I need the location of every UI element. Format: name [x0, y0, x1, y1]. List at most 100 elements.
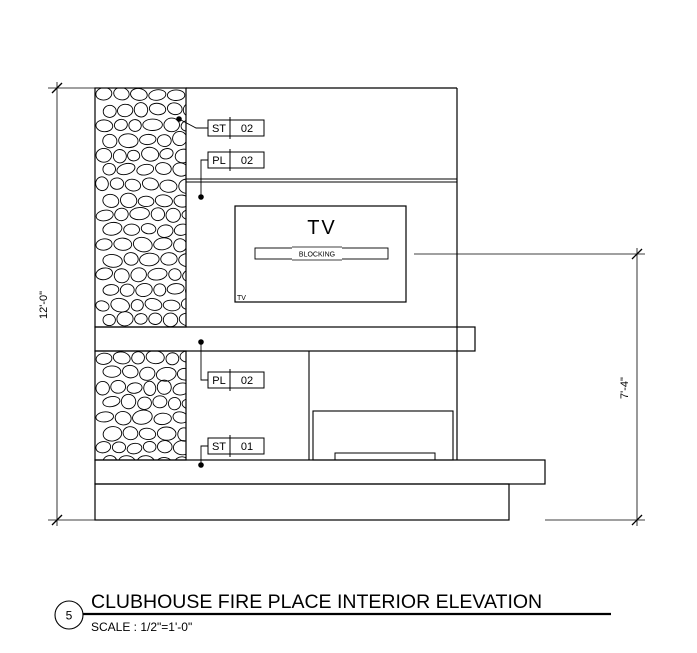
stone-shape [148, 312, 163, 325]
stone-shape [173, 456, 186, 460]
stone-shape [135, 282, 153, 298]
stone-shape [162, 312, 179, 327]
stone-shape [155, 457, 174, 460]
stone-shape [132, 409, 153, 425]
stone-shape [156, 379, 172, 395]
tv-corner-label: TV [237, 295, 246, 302]
stone-shape [189, 162, 208, 176]
stone-shape [157, 224, 174, 238]
stone-shape [126, 442, 143, 455]
stone-shape [159, 148, 174, 160]
stone-shape [102, 253, 123, 268]
stone-shape [166, 283, 185, 295]
stone-shape [95, 238, 113, 251]
stone-shape [95, 380, 110, 396]
tv-panel: TV BLOCKING TV [234, 205, 407, 303]
stone-shape [131, 351, 145, 365]
stone-shape [173, 238, 186, 253]
material-tag-st-02: ST 02 [176, 116, 265, 139]
stone-shape [142, 440, 157, 453]
stone-shape [112, 351, 131, 365]
stone-shape [102, 162, 116, 176]
tv-height-dimension: 7'-4" [414, 248, 645, 526]
tv-height-text: 7'-4" [619, 377, 631, 399]
stone-shape [139, 252, 160, 267]
stone-shape [193, 365, 214, 380]
stone-shape [153, 412, 172, 426]
tag-material: ST [212, 441, 226, 453]
material-tag-st-01: ST 01 [198, 435, 265, 468]
stone-shape [148, 102, 167, 116]
stone-shape [128, 119, 142, 132]
stone-shape [102, 365, 122, 378]
fireplace-wall [186, 87, 458, 460]
stone-shape [145, 351, 165, 365]
stone-shape [102, 133, 118, 149]
stone-shape [187, 238, 203, 252]
stone-shape [110, 379, 127, 394]
stone-shape [166, 89, 186, 101]
stone-shape [147, 267, 168, 281]
tag-number: 02 [241, 155, 253, 167]
stone-shape [153, 283, 167, 297]
stone-shape [148, 89, 167, 101]
tag-number: 02 [241, 375, 253, 387]
stone-shape [176, 367, 186, 381]
stone-shape [172, 411, 186, 424]
stone-shape [173, 194, 186, 208]
title-block: 5 CLUBHOUSE FIRE PLACE INTERIOR ELEVATIO… [54, 591, 611, 634]
hearth [94, 459, 546, 485]
stone-shape [159, 179, 178, 193]
stone-shape [102, 426, 123, 442]
stone-shape [179, 351, 186, 363]
stone-shape [167, 396, 182, 411]
stone-shape [102, 396, 121, 408]
stone-shape [178, 253, 186, 268]
stone-shape [165, 207, 181, 223]
stone-shape [185, 284, 186, 299]
tag-material: PL [212, 155, 225, 167]
drawing-title: CLUBHOUSE FIRE PLACE INTERIOR ELEVATION [91, 591, 542, 613]
stone-shape [127, 149, 141, 162]
stone-shape [173, 223, 186, 236]
stone-shape [124, 178, 142, 192]
firebox [308, 351, 454, 461]
stone-shape [180, 119, 186, 132]
stone-shape [177, 427, 186, 442]
stone-shape [137, 396, 152, 410]
stone-shape [181, 397, 186, 411]
stone-shape [165, 352, 180, 366]
stone-shape [95, 176, 109, 192]
stone-shape [130, 299, 144, 312]
stone-shape [122, 364, 139, 379]
overall-height-text: 12'-0" [38, 291, 50, 319]
stone-shape [172, 382, 186, 396]
tv-label: TV [307, 217, 337, 239]
stone-shape [95, 411, 114, 423]
stone-shape [190, 223, 206, 239]
stone-shape [174, 148, 186, 164]
stone-veneer-upper [94, 87, 208, 328]
overall-height-dimension: 12'-0" [38, 82, 95, 526]
stone-shape [141, 177, 159, 191]
stone-shape [138, 427, 157, 440]
stone-shape [113, 268, 130, 284]
stone-shape [123, 223, 140, 236]
stone-shape [95, 209, 114, 222]
stone-shape [110, 297, 130, 313]
stone-shape [156, 426, 177, 441]
stone-shape [113, 237, 133, 251]
stone-shape [160, 252, 178, 266]
stone-shape [132, 236, 153, 253]
stone-shape [95, 352, 113, 365]
stone-shape [116, 311, 134, 327]
hearth-base [94, 483, 510, 521]
stone-shape [163, 117, 180, 133]
stone-shape [120, 393, 137, 410]
detail-number: 5 [66, 609, 73, 623]
stone-shape [137, 195, 155, 208]
stone-shape [102, 455, 118, 460]
stone-shape [136, 455, 156, 460]
stone-shape [114, 207, 129, 222]
